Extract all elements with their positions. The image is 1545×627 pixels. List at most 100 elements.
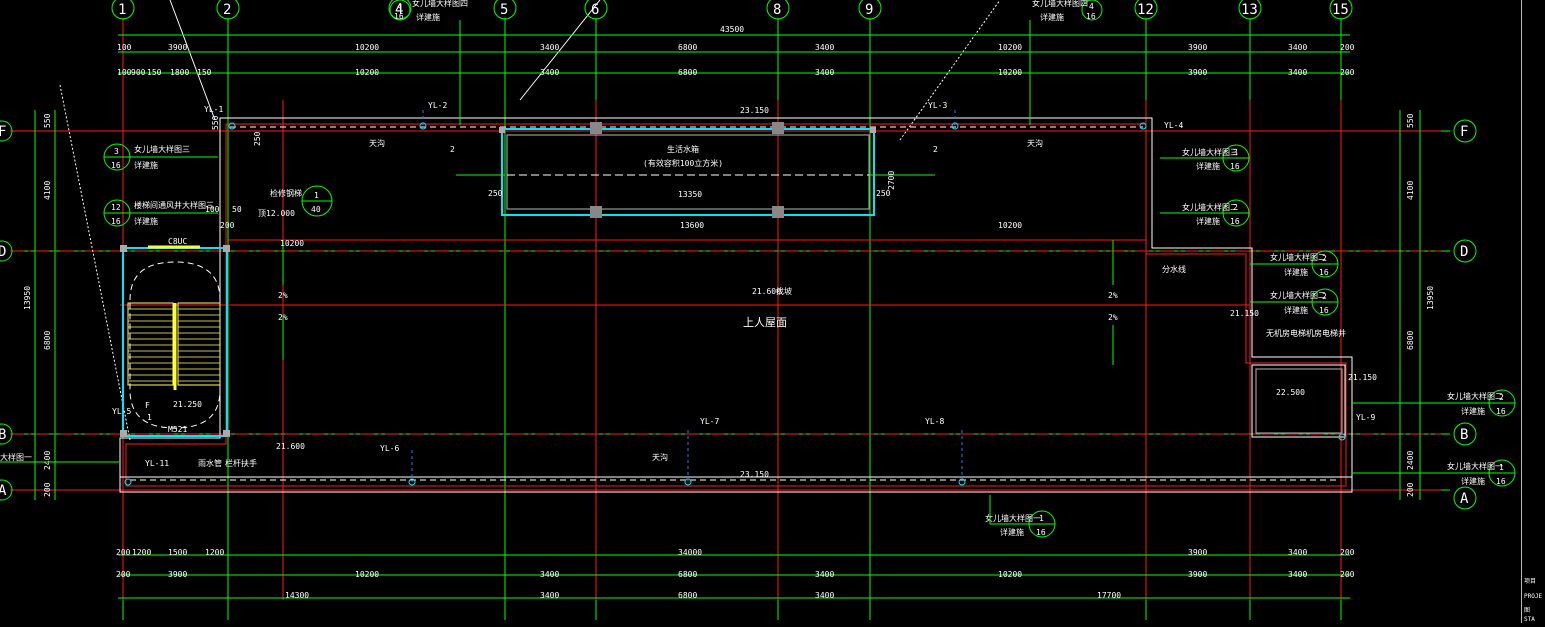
- dim-misc-9: 100: [205, 205, 220, 214]
- dim-top-7: 10200: [998, 43, 1022, 52]
- stair-door-label: M521: [168, 425, 187, 434]
- dim-top-8: 3900: [1188, 43, 1207, 52]
- bottom-elevation: 23.150: [740, 470, 769, 479]
- slope-arrow-3: 2%: [1108, 291, 1118, 300]
- callout-sheet: 16: [1086, 12, 1096, 21]
- tank-top-elevation: 23.150: [740, 106, 769, 115]
- right-elevation: 21.150: [1230, 309, 1259, 318]
- callout-leaders: [130, 20, 1489, 525]
- callout-note: 详建施: [1461, 476, 1485, 486]
- stair-core: F 1 21.250 M521 C8UC: [120, 237, 230, 437]
- dim-top-9: 3400: [1288, 43, 1307, 52]
- callout-num: 2: [1322, 254, 1327, 263]
- axis-A-right: A: [1460, 491, 1469, 507]
- dim-bot2-8: 3900: [1188, 570, 1207, 579]
- callout-text: 楼梯间通风井大样图三: [134, 200, 214, 210]
- dim-misc-10: 50: [232, 205, 242, 214]
- right-axis-markers: F D B A: [1453, 119, 1477, 510]
- dim-bot3-1: 14300: [285, 591, 309, 600]
- dim-misc-8: 250: [253, 131, 262, 146]
- dim-bot1-4: 1200: [205, 548, 224, 557]
- downpipe-YL-11: YL-11: [145, 459, 169, 468]
- callout-sheet: 16: [111, 217, 121, 226]
- callout-sheet: 16: [394, 12, 404, 21]
- dim-row2-6: 10200: [355, 68, 379, 77]
- axis-9-label: 9: [865, 2, 873, 18]
- callout-sheet: 16: [1496, 477, 1506, 486]
- downpipe-YL-5: YL-5: [112, 407, 131, 416]
- dim-right-2: 4100: [1406, 181, 1415, 200]
- dim-row2-2: 900: [131, 68, 146, 77]
- axis-B-left: B: [0, 427, 6, 443]
- callout-text: 女儿墙大样图四: [412, 0, 468, 8]
- dim-bot2-7: 10200: [998, 570, 1022, 579]
- left-axis-markers: F D B A: [0, 120, 13, 501]
- axis-15-label: 15: [1332, 2, 1349, 18]
- dim-misc-2: 13600: [680, 221, 704, 230]
- dim-row2-3: 150: [147, 68, 162, 77]
- axis-8-label: 8: [773, 2, 781, 18]
- detail-callouts: 3 16 女儿墙大样图三 详建施 12 16 楼梯间通风井大样图三 详建施 4 …: [0, 0, 1516, 538]
- downpipe-YL-1: YL-1: [204, 105, 223, 114]
- downpipe-YL-2: YL-2: [428, 101, 447, 110]
- ladder-ref-sheet: 40: [311, 205, 321, 214]
- callout-num: 1: [1039, 514, 1044, 523]
- dim-row2-5: 150: [197, 68, 212, 77]
- callout-text: 女儿墙大样图一: [985, 513, 1041, 523]
- dim-top-2: 3900: [168, 43, 187, 52]
- callout-note: 详建施: [1000, 527, 1024, 537]
- dim-left-6: 200: [43, 482, 52, 497]
- callout-top-2: 4 16 女儿墙大样图四 详建施: [1032, 0, 1103, 22]
- stair-window-label: C8UC: [168, 237, 187, 246]
- title-block-status: STA: [1524, 616, 1535, 623]
- dim-bot2-6: 3400: [815, 570, 834, 579]
- gutter-label-3: 天沟: [652, 452, 668, 462]
- axis-F-right: F: [1460, 124, 1468, 140]
- dim-row2-1: 100: [117, 68, 132, 77]
- callout-note: 详建施: [134, 160, 158, 170]
- ladder-elevation: 顶12.000: [258, 209, 295, 218]
- callout-note: 详建施: [1196, 216, 1220, 226]
- divide-line-label: 分水线: [1162, 264, 1186, 274]
- ladder-label: 检修钢梯: [270, 188, 302, 198]
- axis-B-right: B: [1460, 427, 1468, 443]
- dim-top-10: 200: [1340, 43, 1355, 52]
- downpipe-YL-4: YL-4: [1164, 121, 1183, 130]
- dim-right-3: 13950: [1426, 286, 1435, 310]
- callout-text: 女儿墙大样图二: [1182, 202, 1238, 212]
- dim-right-4: 6800: [1406, 331, 1415, 350]
- right-elevation-2: 21.150: [1348, 373, 1377, 382]
- side-dimension-lines: 550 4100 13950 6800 2400 200 550 4100 13…: [23, 110, 1435, 500]
- dim-bot1-7: 3400: [1288, 548, 1307, 557]
- dim-bot3-3: 6800: [678, 591, 697, 600]
- elevator-room-elevation: 22.500: [1276, 388, 1305, 397]
- callout-note: 详建施: [1284, 267, 1308, 277]
- callout-note: 详建施: [134, 216, 158, 226]
- dim-left-4: 6800: [43, 331, 52, 350]
- dim-top-4: 3400: [540, 43, 559, 52]
- dim-bot2-4: 3400: [540, 570, 559, 579]
- axis-13-label: 13: [1241, 2, 1258, 18]
- dim-bot1-6: 3900: [1188, 548, 1207, 557]
- dim-bot2-1: 200: [116, 570, 131, 579]
- dim-row2-9: 3400: [815, 68, 834, 77]
- dim-misc-4: 250: [488, 189, 503, 198]
- callout-text: 女儿墙大样图二: [1447, 391, 1503, 401]
- callout-note: 详建施: [1461, 406, 1485, 416]
- callout-note: 详建施: [1284, 305, 1308, 315]
- dim-left-2: 4100: [43, 181, 52, 200]
- top-axis-markers: 1 2 4 5 6 8 9 12 13 15: [111, 0, 1353, 20]
- callout-text: 女儿墙大样图二: [1270, 290, 1326, 300]
- callout-text: 女儿墙大样图二: [1270, 252, 1326, 262]
- callout-sheet: 16: [1230, 162, 1240, 171]
- downpipe-YL-7: YL-7: [700, 417, 719, 426]
- gutter-label-2: 天沟: [1027, 138, 1043, 148]
- water-tank: 生活水箱 (有效容积100立方米) 13350 2 2: [450, 122, 938, 218]
- dim-bot1-5: 34000: [678, 548, 702, 557]
- callout-sheet: 16: [1496, 407, 1506, 416]
- dim-row2-12: 3400: [1288, 68, 1307, 77]
- section-mark-left: 2: [450, 145, 455, 154]
- dim-misc-5: 250: [876, 189, 891, 198]
- dim-bot1-2: 1200: [132, 548, 151, 557]
